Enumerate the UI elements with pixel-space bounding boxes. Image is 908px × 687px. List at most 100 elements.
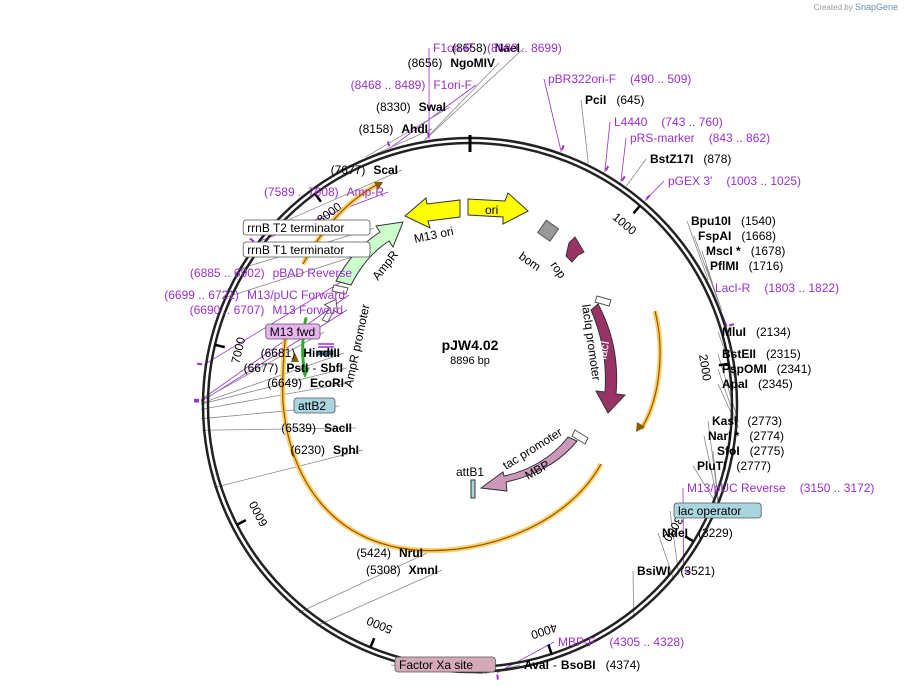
primer-tick	[604, 165, 610, 171]
site-39[interactable]: SfoI(2775)	[717, 444, 784, 458]
feature-box-label: Factor Xa site	[399, 658, 473, 672]
enzyme-position: (4374)	[606, 658, 641, 672]
enzyme-name: NarI *	[708, 429, 740, 443]
primer-name: M13 Forward	[272, 303, 343, 317]
ori-label: ori	[485, 203, 498, 217]
leader-line	[203, 272, 357, 366]
credit-brand: SnapGene	[854, 2, 898, 12]
mbp-arrow[interactable]	[479, 436, 578, 492]
enzyme-position: (2775)	[750, 444, 785, 458]
site-23[interactable]: PciI(645)	[585, 93, 644, 107]
leader-line	[496, 641, 555, 673]
site-35[interactable]: PspOMI(2341)	[722, 362, 811, 376]
site-3[interactable]: (8330)SwaI	[376, 100, 446, 114]
laci-arrow[interactable]	[590, 303, 627, 414]
site-20[interactable]: (5308)XmnI	[366, 563, 438, 577]
site-40[interactable]: PluTI(2777)	[697, 459, 771, 473]
tick-mark-7000	[214, 343, 226, 349]
site-27[interactable]: pGEX 3'(1003 .. 1025)	[668, 174, 801, 188]
leader-line	[200, 294, 350, 401]
primer-position: (4305 .. 4328)	[609, 635, 684, 649]
primer-label: (6690 .. 6707)M13 Forward	[190, 303, 343, 317]
feature-box-label: attB2	[298, 399, 326, 413]
primer-tick	[684, 569, 690, 574]
site-33[interactable]: MluI(2134)	[722, 325, 791, 339]
enzyme-name: BsiWI	[637, 564, 670, 578]
m13-ori-arrow[interactable]	[404, 197, 461, 229]
enzyme-position: (2773)	[747, 414, 782, 428]
enzyme-label: (6681)HindIII	[261, 346, 340, 360]
ampr-promoter-arrow[interactable]	[319, 296, 341, 324]
tick-mark-3000	[684, 535, 695, 543]
primer-name: M13/pUC Reverse	[687, 481, 786, 495]
site-1[interactable]: (8656)NgoMIV	[408, 56, 495, 70]
enzyme-position: (5424)	[356, 546, 391, 560]
site-4[interactable]: (8158)AhdI	[359, 122, 428, 136]
site-8[interactable]: rrnB T1 terminator	[242, 241, 371, 258]
site-14[interactable]: (6677)PstI-SbfI	[244, 361, 343, 375]
ori-arrow[interactable]	[467, 192, 529, 225]
site-2[interactable]: (8468 .. 8489)F1ori-F	[351, 78, 472, 92]
site-19[interactable]: (5424)NruI	[356, 546, 423, 560]
attb1-label: attB1	[456, 465, 484, 479]
site-47[interactable]: Factor Xa site	[394, 656, 496, 673]
enzyme-label: KasI(2773)	[712, 414, 782, 428]
enzyme-label: (6649)EcoRI	[267, 376, 344, 390]
site-44[interactable]: BsiWI (3521)	[637, 564, 715, 578]
primer-position: (843 .. 862)	[709, 131, 770, 145]
site-0[interactable]: (8658)NaeI	[452, 41, 520, 55]
enzyme-name: MscI *	[706, 244, 741, 258]
site-29[interactable]: FspAI(1668)	[698, 229, 776, 243]
site-34[interactable]: BstEII(2315)	[722, 347, 801, 361]
feature-box	[242, 219, 371, 236]
site-11[interactable]: (6690 .. 6707)M13 Forward	[190, 303, 343, 317]
site-10[interactable]: (6699 .. 6721)M13/pUC Forward	[164, 288, 345, 302]
primer-label: LacI-R(1803 .. 1822)	[715, 281, 839, 295]
site-38[interactable]: NarI *(2774)	[708, 429, 784, 443]
primer-position: (7589 .. 7608)	[264, 185, 339, 199]
site-15[interactable]: (6649)EcoRI	[267, 376, 344, 390]
attb1-box[interactable]	[470, 479, 476, 499]
site-41[interactable]: M13/pUC Reverse(3150 .. 3172)	[687, 481, 874, 495]
enzyme-position: (6230)	[290, 443, 325, 457]
enzyme-position: (1668)	[741, 229, 776, 243]
site-5[interactable]: (7677)ScaI	[331, 163, 398, 177]
primer-name: pBAD Reverse	[273, 266, 353, 280]
site-16[interactable]: attB2	[293, 397, 336, 414]
enzyme-label: (8658)NaeI	[452, 41, 520, 55]
site-12[interactable]: M13 fwd	[265, 323, 321, 340]
site-7[interactable]: rrnB T2 terminator	[242, 219, 371, 236]
enzyme-position: (3521)	[680, 564, 715, 578]
site-42[interactable]: lac operator	[673, 502, 762, 519]
site-31[interactable]: PflMI(1716)	[710, 259, 783, 273]
site-32[interactable]: LacI-R(1803 .. 1822)	[715, 281, 839, 295]
site-6[interactable]: (7589 .. 7608)Amp-R	[264, 185, 384, 199]
site-26[interactable]: BstZ17I(878)	[650, 152, 731, 166]
site-37[interactable]: KasI(2773)	[712, 414, 782, 428]
center-label: pJW4.02 8896 bp	[442, 337, 499, 367]
bom-box[interactable]	[536, 219, 560, 242]
enzyme-name: PstI	[286, 361, 308, 375]
site-45[interactable]: MBP-F(4305 .. 4328)	[558, 635, 684, 649]
leader-line	[620, 137, 627, 183]
site-21[interactable]: F1ori-R(8680 .. 8699)	[433, 41, 562, 55]
site-43[interactable]: NdeI(3229)	[662, 526, 733, 540]
site-13[interactable]: (6681)HindIII	[261, 346, 340, 360]
primer-position: (1803 .. 1822)	[764, 281, 839, 295]
site-25[interactable]: pRS-marker(843 .. 862)	[630, 131, 770, 145]
site-18[interactable]: (6230)SphI	[290, 443, 359, 457]
site-22[interactable]: pBR322ori-F(490 .. 509)	[548, 72, 691, 86]
enzyme-label: MluI(2134)	[722, 325, 791, 339]
site-46[interactable]: AvaI-BsoBI(4374)	[524, 658, 640, 672]
site-36[interactable]: ApaI(2345)	[722, 377, 793, 391]
primer-position: (8680 .. 8699)	[487, 41, 562, 55]
site-17[interactable]: (6539)SacII	[281, 421, 352, 435]
enzyme-label: (6230)SphI	[290, 443, 359, 457]
site-9[interactable]: (6885 .. 6902)pBAD Reverse	[190, 266, 352, 280]
site-30[interactable]: MscI *(1678)	[706, 244, 785, 258]
site-28[interactable]: Bpu10I(1540)	[691, 214, 776, 228]
site-24[interactable]: L4440(743 .. 760)	[614, 115, 723, 129]
rop-arrow[interactable]	[565, 236, 585, 263]
enzyme-label: FspAI(1668)	[698, 229, 776, 243]
